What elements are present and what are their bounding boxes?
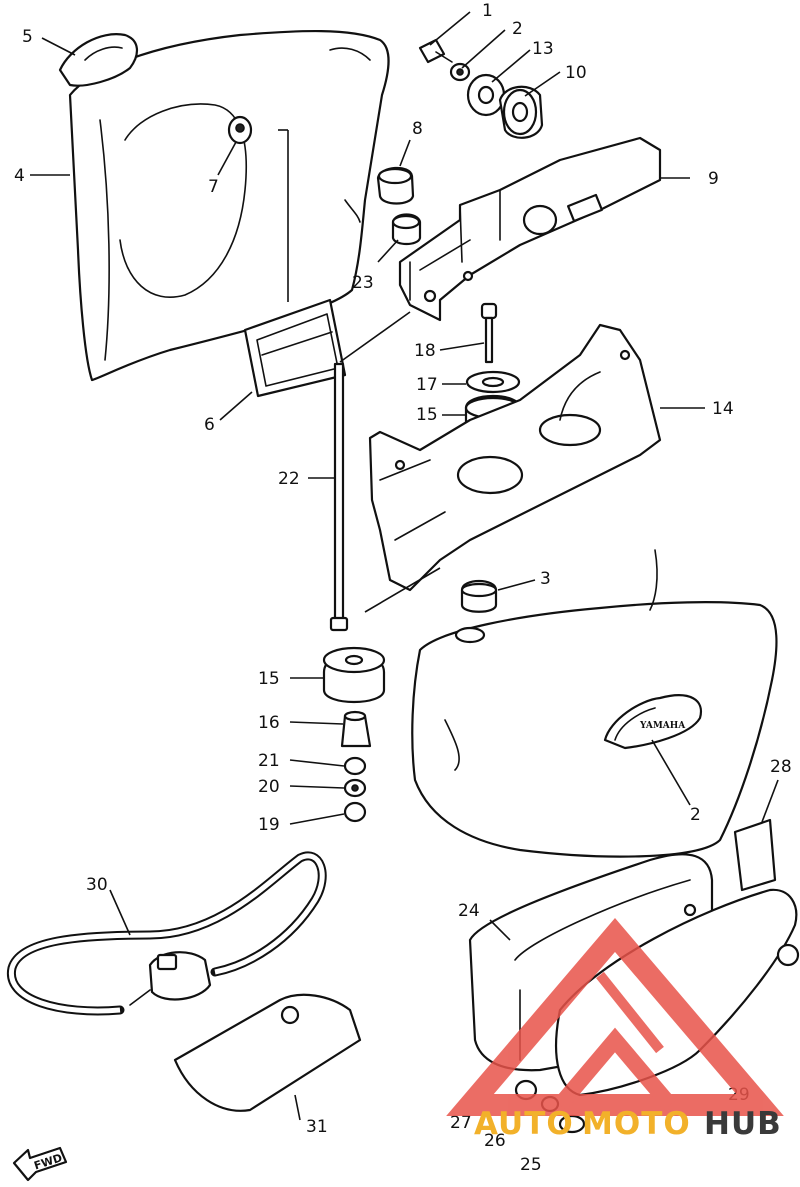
callout-15-lower: 15 [258, 669, 280, 689]
callout-9: 9 [708, 169, 719, 189]
emblem-text: YAMAHA [639, 721, 686, 731]
long-bolt-22 [329, 362, 349, 632]
right-side-cover: YAMAHA [411, 549, 778, 858]
bolt-18 [480, 302, 498, 364]
grommet-3 [460, 579, 498, 613]
callout-14: 14 [712, 399, 734, 419]
callout-19: 19 [258, 815, 280, 835]
callout-7: 7 [208, 177, 219, 197]
callout-23: 23 [352, 273, 374, 293]
leader-lines [30, 11, 779, 1121]
callout-6: 6 [204, 415, 215, 435]
pad-28 [733, 818, 777, 892]
ignition-switch [129, 951, 212, 1006]
callout-1: 1 [482, 1, 493, 21]
callout-26: 26 [484, 1131, 506, 1151]
left-side-cover [68, 30, 390, 382]
collar-16 [340, 710, 372, 748]
callout-17: 17 [416, 375, 438, 395]
callout-15-upper: 15 [416, 405, 438, 425]
callout-28: 28 [770, 757, 792, 777]
mat-31 [173, 993, 362, 1112]
watermark-logo [446, 918, 784, 1116]
washer-2-top [449, 62, 471, 82]
callout-30: 30 [86, 875, 108, 895]
callout-21: 21 [258, 751, 280, 771]
grommet-10 [498, 85, 544, 139]
washer-20 [343, 778, 367, 798]
watermark-text: AUTO MOTO HUB [474, 1106, 782, 1142]
callout-16: 16 [258, 713, 280, 733]
callout-27: 27 [450, 1113, 472, 1133]
cover-knob [58, 33, 138, 87]
nut-19 [343, 801, 367, 823]
callout-20: 20 [258, 777, 280, 797]
callout-18: 18 [414, 341, 436, 361]
rubber-15-lower [322, 646, 386, 704]
battery-box-plate [368, 323, 662, 592]
callout-13: 13 [532, 39, 554, 59]
fwd-text: FWD [32, 1151, 63, 1172]
callout-8: 8 [412, 119, 423, 139]
forward-arrow: FWD [12, 1146, 68, 1182]
callout-22: 22 [278, 469, 300, 489]
washer-21 [343, 756, 367, 776]
wire-harness [6, 851, 327, 1016]
callout-2: 2 [512, 19, 523, 39]
watermark-moto: MOTO [582, 1106, 691, 1142]
upper-bracket [398, 136, 662, 322]
callout-31: 31 [306, 1117, 328, 1137]
callout-5: 5 [22, 27, 33, 47]
grommet-8 [376, 166, 415, 205]
callout-2-lower: 2 [690, 805, 701, 825]
damper-17 [465, 370, 521, 394]
callout-10: 10 [565, 63, 587, 83]
callout-3: 3 [540, 569, 551, 589]
grommet-13 [466, 73, 506, 117]
bolt-11 [418, 38, 453, 64]
reflector-plate [243, 298, 347, 398]
watermark-auto: AUTO [474, 1106, 574, 1142]
watermark-hub: HUB [704, 1106, 782, 1142]
collar-23 [391, 213, 422, 246]
yamaha-emblem: YAMAHA [603, 694, 703, 750]
callouts: 1 2 13 10 5 4 7 8 9 23 6 18 17 15 14 22 … [14, 1, 792, 1175]
callout-25: 25 [520, 1155, 542, 1175]
callout-4: 4 [14, 166, 25, 186]
callout-24: 24 [458, 901, 480, 921]
